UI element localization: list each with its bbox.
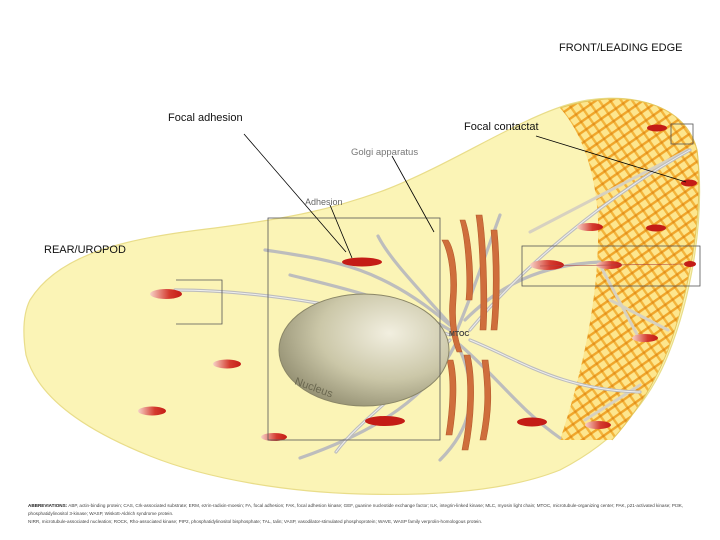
golgi-label: Golgi apparatus	[351, 147, 418, 158]
nucleus	[278, 293, 450, 407]
leader-lines	[243, 133, 687, 267]
inset-boxes	[176, 123, 701, 441]
lamellipodium-outline	[559, 98, 700, 441]
rear-uropod-label: REAR/UROPOD	[44, 244, 126, 256]
caption-line-2: NIRR, microtubule-associated nucleation;…	[28, 519, 483, 524]
golgi-apparatus	[441, 214, 500, 451]
focal-adhesion-label: Focal adhesion	[168, 112, 243, 124]
front-leading-edge-label: FRONT/LEADING EDGE	[559, 42, 683, 54]
caption-line-1: ABP, actin-binding protein; CAS, Crk-ass…	[28, 503, 684, 516]
abbreviations-caption: ABBREVIATIONS: ABP, actin-binding protei…	[28, 502, 698, 526]
mtoc-label: MTOC	[449, 331, 469, 338]
caption-lead: ABBREVIATIONS:	[28, 503, 68, 508]
adhesion-label: Adhesion	[305, 197, 343, 207]
focal-contact-label: Focal contactat	[464, 121, 539, 133]
